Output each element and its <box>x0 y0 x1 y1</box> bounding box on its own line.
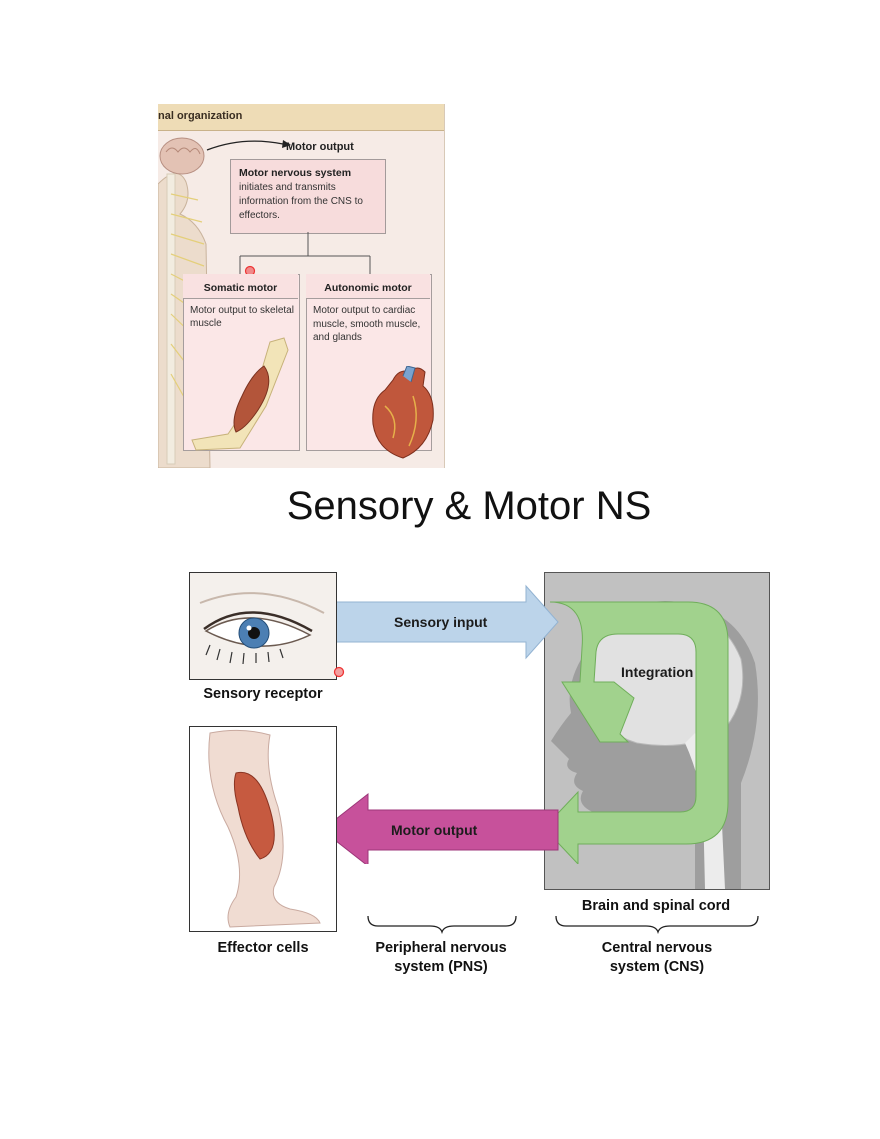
effector-cells-label: Effector cells <box>217 940 309 956</box>
pns-label-line2: system (PNS) <box>394 959 488 975</box>
somatic-motor-description: Motor output to skeletal muscle <box>190 305 294 329</box>
motor-output-arrow <box>321 792 559 864</box>
leg-muscle-illustration <box>190 727 336 931</box>
skeletal-muscle-illustration <box>191 337 289 451</box>
section-header-band <box>158 104 444 131</box>
motor-nervous-system-box <box>230 159 386 234</box>
brace-marks <box>367 915 759 934</box>
cns-brace <box>555 915 759 934</box>
autonomic-motor-description: Motor output to cardiac muscle, smooth m… <box>313 305 421 343</box>
cns-label: Central nervous system (CNS) <box>566 939 748 977</box>
sensory-receptor-image <box>189 572 337 680</box>
integration-label: Integration <box>621 664 694 680</box>
pns-label-line1: Peripheral nervous <box>375 940 507 956</box>
page-title: Sensory & Motor NS <box>286 484 652 528</box>
somatic-motor-title: Somatic motor <box>203 282 278 294</box>
motor-organization-figure: nal organization Motor output Motor nerv… <box>158 104 445 468</box>
eye-illustration <box>190 573 336 679</box>
motor-output-label: Motor output <box>286 141 354 153</box>
motor-nervous-system-description: initiates and transmits information from… <box>239 182 363 221</box>
motor-nervous-system-title: Motor nervous system <box>239 167 352 179</box>
section-header-title: nal organization <box>158 110 243 122</box>
autonomic-motor-header <box>306 274 430 299</box>
sensory-receptor-label: Sensory receptor <box>203 686 323 702</box>
brain-spinal-cord-label: Brain and spinal cord <box>581 898 731 914</box>
curved-arrow-icon <box>206 140 291 151</box>
cns-label-line2: system (CNS) <box>609 959 705 975</box>
somatic-motor-header <box>183 274 298 299</box>
sensory-input-arrow <box>335 584 559 660</box>
effector-cells-image <box>189 726 337 932</box>
cns-label-line1: Central nervous <box>601 940 713 956</box>
cursor-dot-icon <box>333 666 345 678</box>
motor-output-label: Motor output <box>391 822 478 838</box>
integration-arrow <box>543 601 729 864</box>
flow-arrows <box>321 584 729 864</box>
pns-brace <box>367 915 517 934</box>
heart-illustration <box>372 366 434 459</box>
autonomic-motor-title: Autonomic motor <box>324 282 412 294</box>
pns-label: Peripheral nervous system (PNS) <box>350 939 532 977</box>
sensory-input-label: Sensory input <box>394 614 488 630</box>
